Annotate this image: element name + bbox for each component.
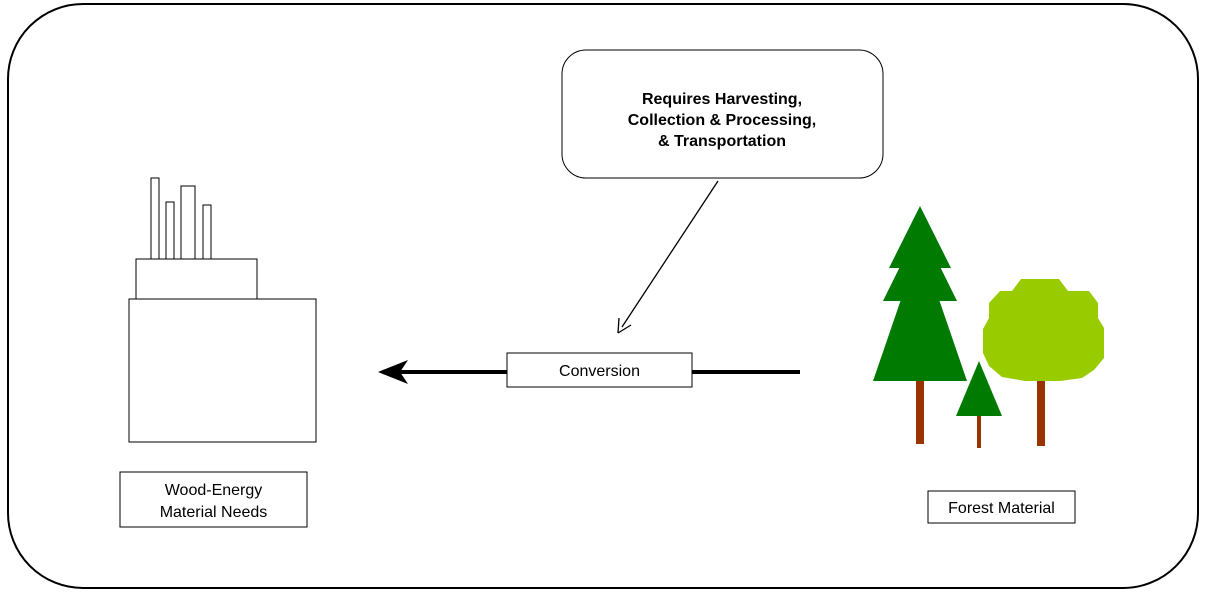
deciduous-trunk xyxy=(1037,368,1045,446)
chimney-1 xyxy=(150,177,160,261)
factory-body xyxy=(128,298,317,443)
chimney-3 xyxy=(180,185,196,261)
callout-pointer-arrowhead-icon xyxy=(617,317,632,334)
tall-conifer-lower xyxy=(873,244,967,381)
callout-pointer-line xyxy=(621,180,719,328)
deciduous-canopy xyxy=(983,279,1104,381)
callout-line-3: & Transportation xyxy=(658,133,786,150)
callout-line-2: Collection & Processing, xyxy=(628,112,816,129)
flow-arrowhead-icon xyxy=(378,360,408,384)
forest-material-label: Forest Material xyxy=(948,500,1055,517)
callout-line-1: Requires Harvesting, xyxy=(642,91,802,108)
conversion-label: Conversion xyxy=(559,363,640,380)
tall-conifer-top xyxy=(889,206,951,268)
chimney-4 xyxy=(202,204,212,261)
callout-box xyxy=(561,49,884,179)
small-conifer-trunk xyxy=(977,414,981,448)
wood-energy-box xyxy=(119,471,308,528)
tall-conifer-trunk xyxy=(916,378,924,444)
forest-material-box xyxy=(927,490,1076,524)
small-conifer-canopy xyxy=(956,361,1002,416)
factory-icon xyxy=(128,177,317,443)
factory-roof xyxy=(135,258,258,301)
wood-energy-line-2: Material Needs xyxy=(160,504,268,521)
chimney-2 xyxy=(165,201,175,261)
wood-energy-line-1: Wood-Energy xyxy=(165,482,263,499)
trees-illustration xyxy=(873,206,1104,448)
conversion-box xyxy=(506,352,693,388)
